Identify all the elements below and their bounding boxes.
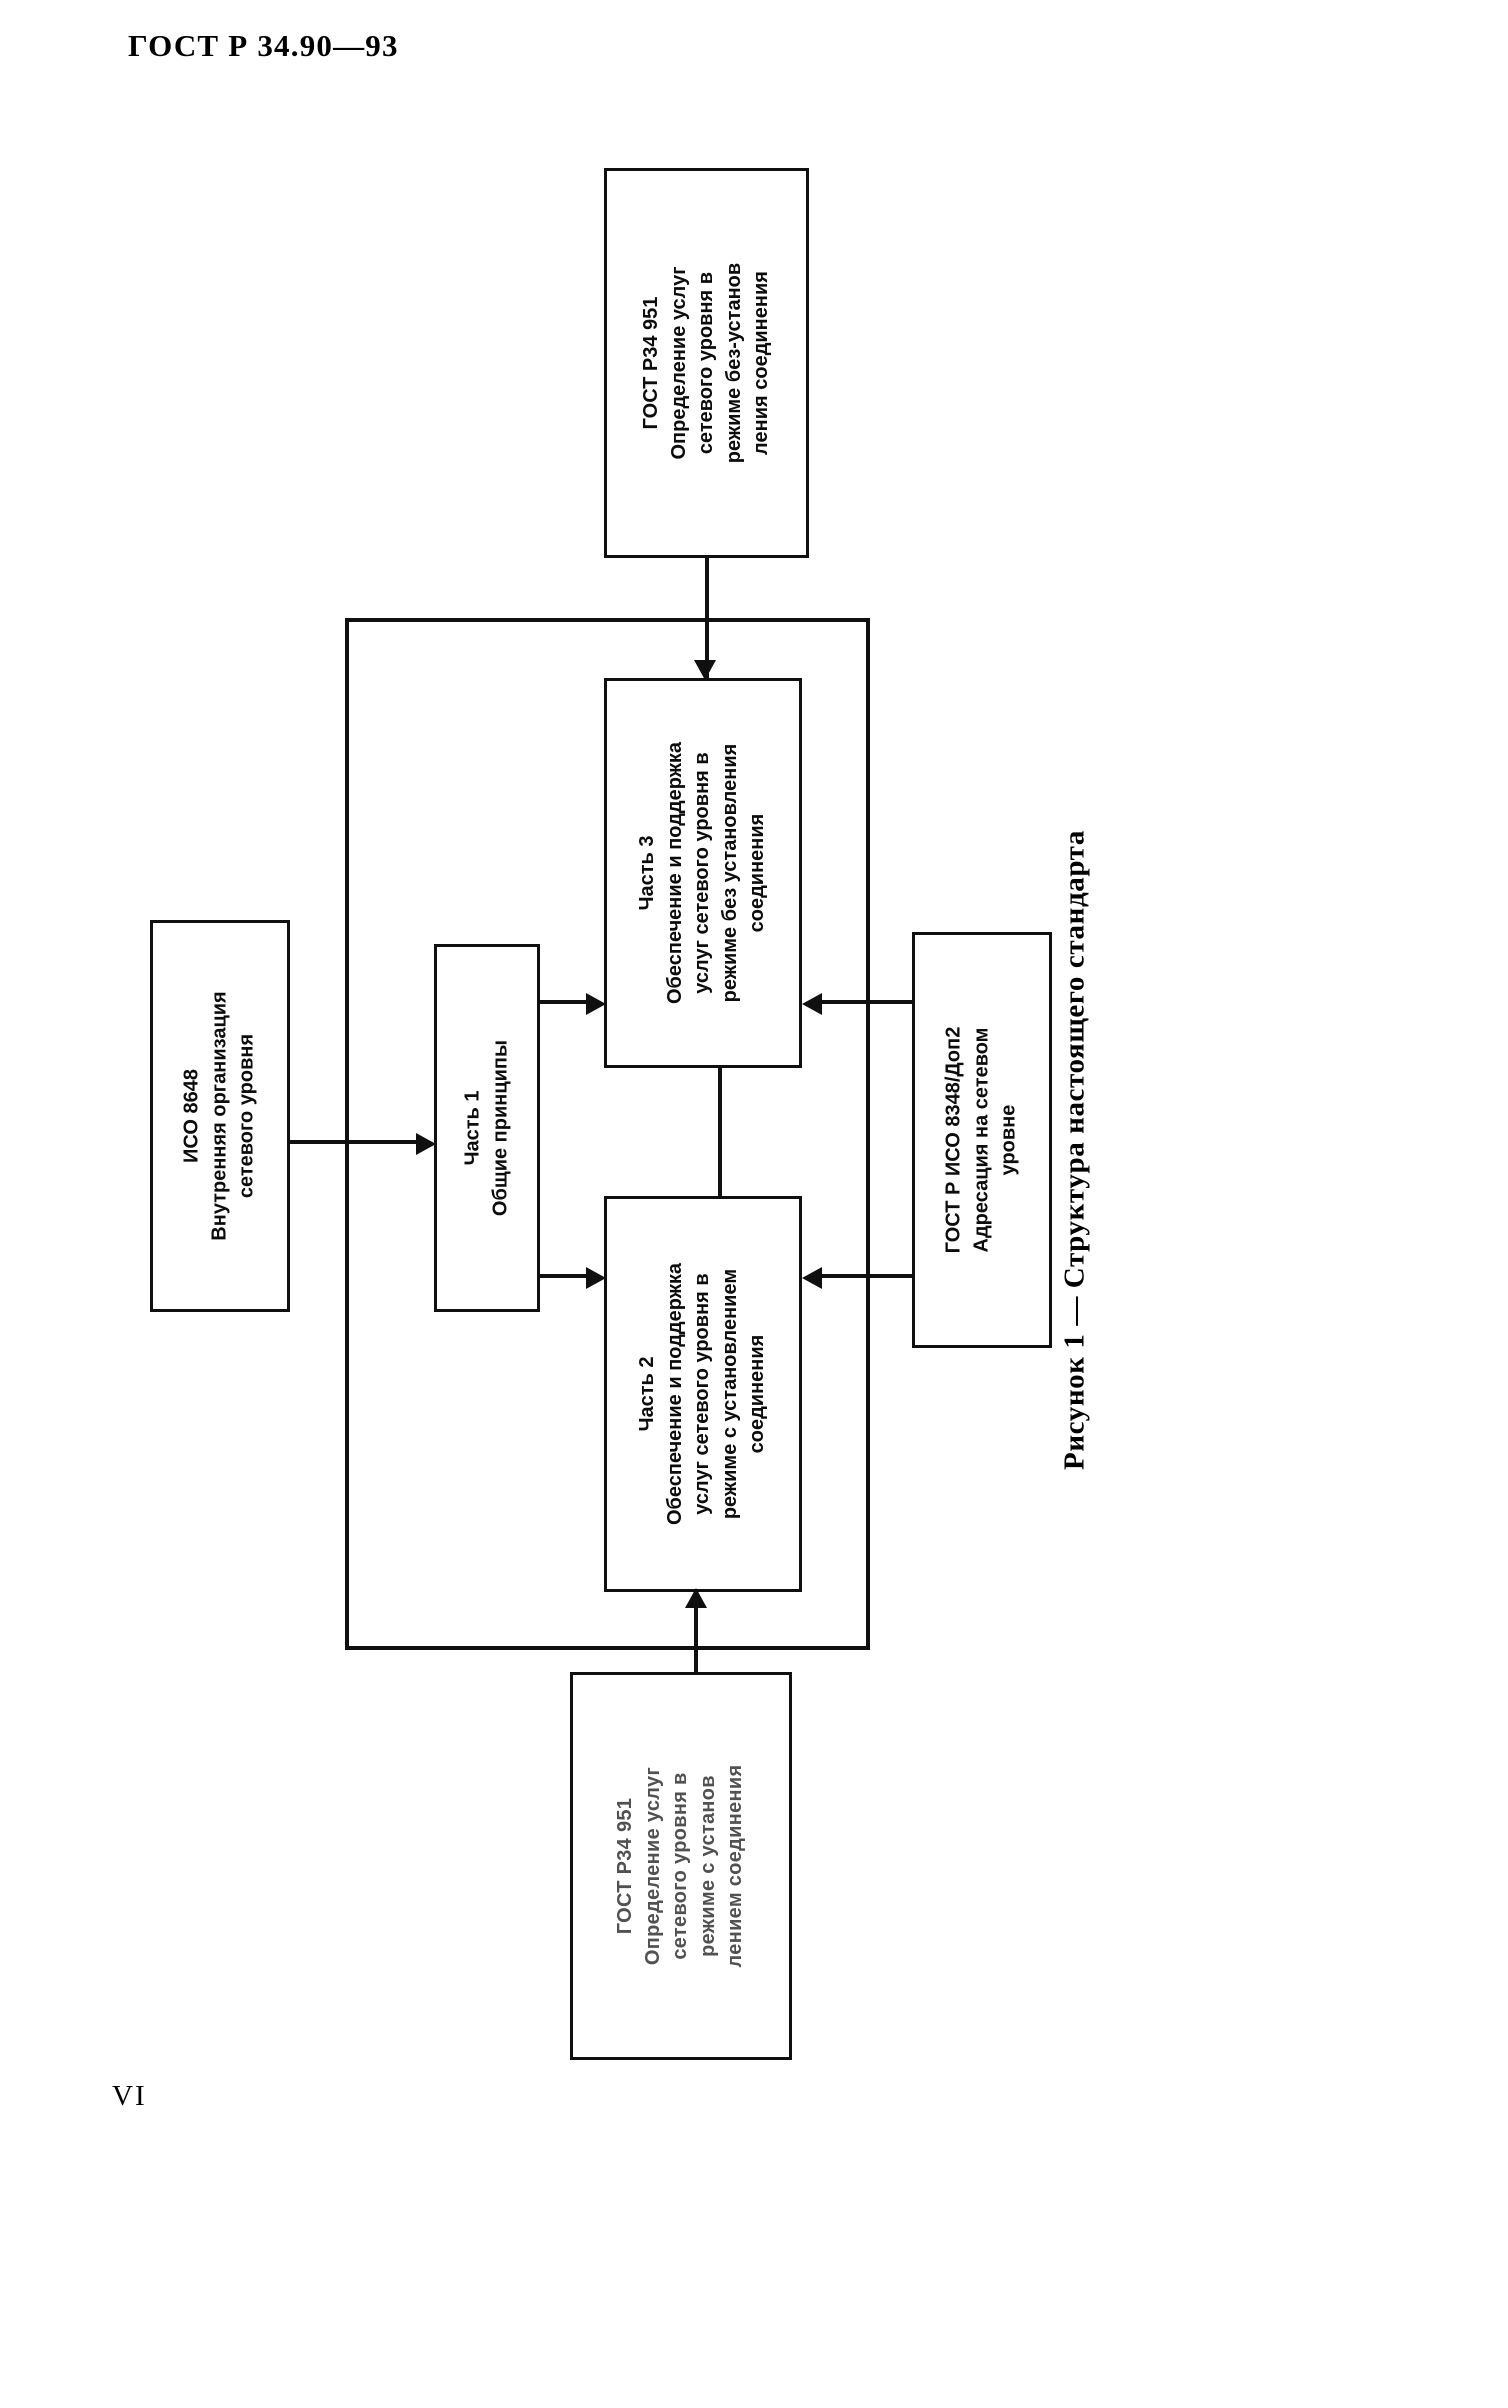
- arrowhead-bottom-to-part2: [685, 1588, 707, 1608]
- node-gost-r-iso-8348-add2-text: ГОСТ Р ИСО 8348/Доп2 Адресация на сетево…: [941, 1027, 1024, 1254]
- connector-top-to-part3: [705, 558, 709, 678]
- arrowhead-part1-to-part3: [586, 993, 606, 1015]
- node-line: режиме с установлением: [718, 1268, 741, 1520]
- node-iso-8648: ИСО 8648 Внутренняя организация сетевого…: [150, 920, 290, 1312]
- node-line: Обеспечение и поддержка: [663, 1262, 686, 1526]
- node-title: ГОСТ Р34 951: [639, 296, 662, 430]
- arrowhead-iso8648-to-part1: [416, 1133, 436, 1155]
- node-line: сетевого уровня в: [669, 1772, 692, 1960]
- node-line: режиме без установления: [718, 743, 741, 1003]
- node-line: режиме с установ: [696, 1775, 719, 1957]
- node-line: уровне: [997, 1104, 1020, 1176]
- node-part-1: Часть 1 Общие принципы: [434, 944, 540, 1312]
- standard-parts-group-rectangle: [345, 618, 870, 1650]
- page-number: VI: [112, 2080, 147, 2112]
- node-line: Общие принципы: [489, 1039, 511, 1217]
- node-line: сетевого уровня: [235, 1033, 258, 1199]
- connector-bottom-to-part2: [694, 1592, 698, 1674]
- node-title: Часть 3: [636, 835, 659, 911]
- node-gost-r-iso-8348-add2: ГОСТ Р ИСО 8348/Доп2 Адресация на сетево…: [912, 932, 1052, 1348]
- node-part-3-text: Часть 3 Обеспечение и поддержка услуг се…: [634, 742, 772, 1004]
- node-title: Часть 2: [636, 1356, 659, 1432]
- node-line: услуг сетевого уровня в: [691, 1273, 714, 1515]
- node-iso-8648-text: ИСО 8648 Внутренняя организация сетевого…: [179, 991, 262, 1240]
- node-title: ГОСТ Р ИСО 8348/Доп2: [942, 1026, 965, 1254]
- connector-iso8648-to-part1: [290, 1140, 418, 1144]
- node-gost-r34-951-connectionless: ГОСТ Р34 951 Определение услуг сетевого …: [604, 168, 809, 558]
- node-line: режиме без-установ: [722, 262, 745, 464]
- figure-caption: Рисунок 1 — Структура настоящего стандар…: [1058, 830, 1091, 1470]
- node-line: Определение услуг: [641, 1766, 664, 1966]
- arrowhead-iso8348-to-part3: [802, 993, 822, 1015]
- connector-part1-to-part3: [540, 1000, 590, 1004]
- connector-iso8348-to-part2: [822, 1274, 914, 1278]
- node-line: соединения: [746, 1334, 769, 1454]
- node-gost-r34-951-connection-oriented-text: ГОСТ Р34 951 Определение услуг сетевого …: [612, 1765, 750, 1968]
- node-title: ИСО 8648: [180, 1069, 203, 1163]
- node-part-1-text: Часть 1 Общие принципы: [459, 1040, 514, 1216]
- node-line: Адресация на сетевом: [970, 1027, 993, 1253]
- connector-iso8348-to-part3: [822, 1000, 914, 1004]
- connector-part1-to-part2: [540, 1274, 590, 1278]
- node-line: сетевого уровня в: [694, 271, 717, 455]
- node-part-3: Часть 3 Обеспечение и поддержка услуг се…: [604, 678, 802, 1068]
- node-gost-r34-951-connectionless-text: ГОСТ Р34 951 Определение услуг сетевого …: [638, 263, 776, 463]
- node-line: Обеспечение и поддержка: [663, 741, 686, 1005]
- page-header-standard-number: ГОСТ Р 34.90—93: [128, 28, 399, 63]
- arrowhead-part1-to-part2: [586, 1267, 606, 1289]
- node-title: ГОСТ Р34 951: [614, 1797, 637, 1935]
- node-line: Определение услуг: [667, 266, 690, 460]
- node-title: Часть 1: [461, 1090, 484, 1166]
- node-part-2: Часть 2 Обеспечение и поддержка услуг се…: [604, 1196, 802, 1592]
- node-line: соединения: [746, 813, 769, 933]
- node-line: лением соединения: [724, 1764, 747, 1968]
- node-gost-r34-951-connection-oriented: ГОСТ Р34 951 Определение услуг сетевого …: [570, 1672, 792, 2060]
- arrowhead-top-to-part3: [694, 660, 716, 680]
- connector-part3-part2: [718, 1066, 722, 1196]
- node-line: ления соединения: [749, 271, 772, 455]
- node-part-2-text: Часть 2 Обеспечение и поддержка услуг се…: [634, 1263, 772, 1525]
- arrowhead-iso8348-to-part2: [802, 1267, 822, 1289]
- node-line: Внутренняя организация: [208, 991, 231, 1241]
- node-line: услуг сетевого уровня в: [691, 752, 714, 994]
